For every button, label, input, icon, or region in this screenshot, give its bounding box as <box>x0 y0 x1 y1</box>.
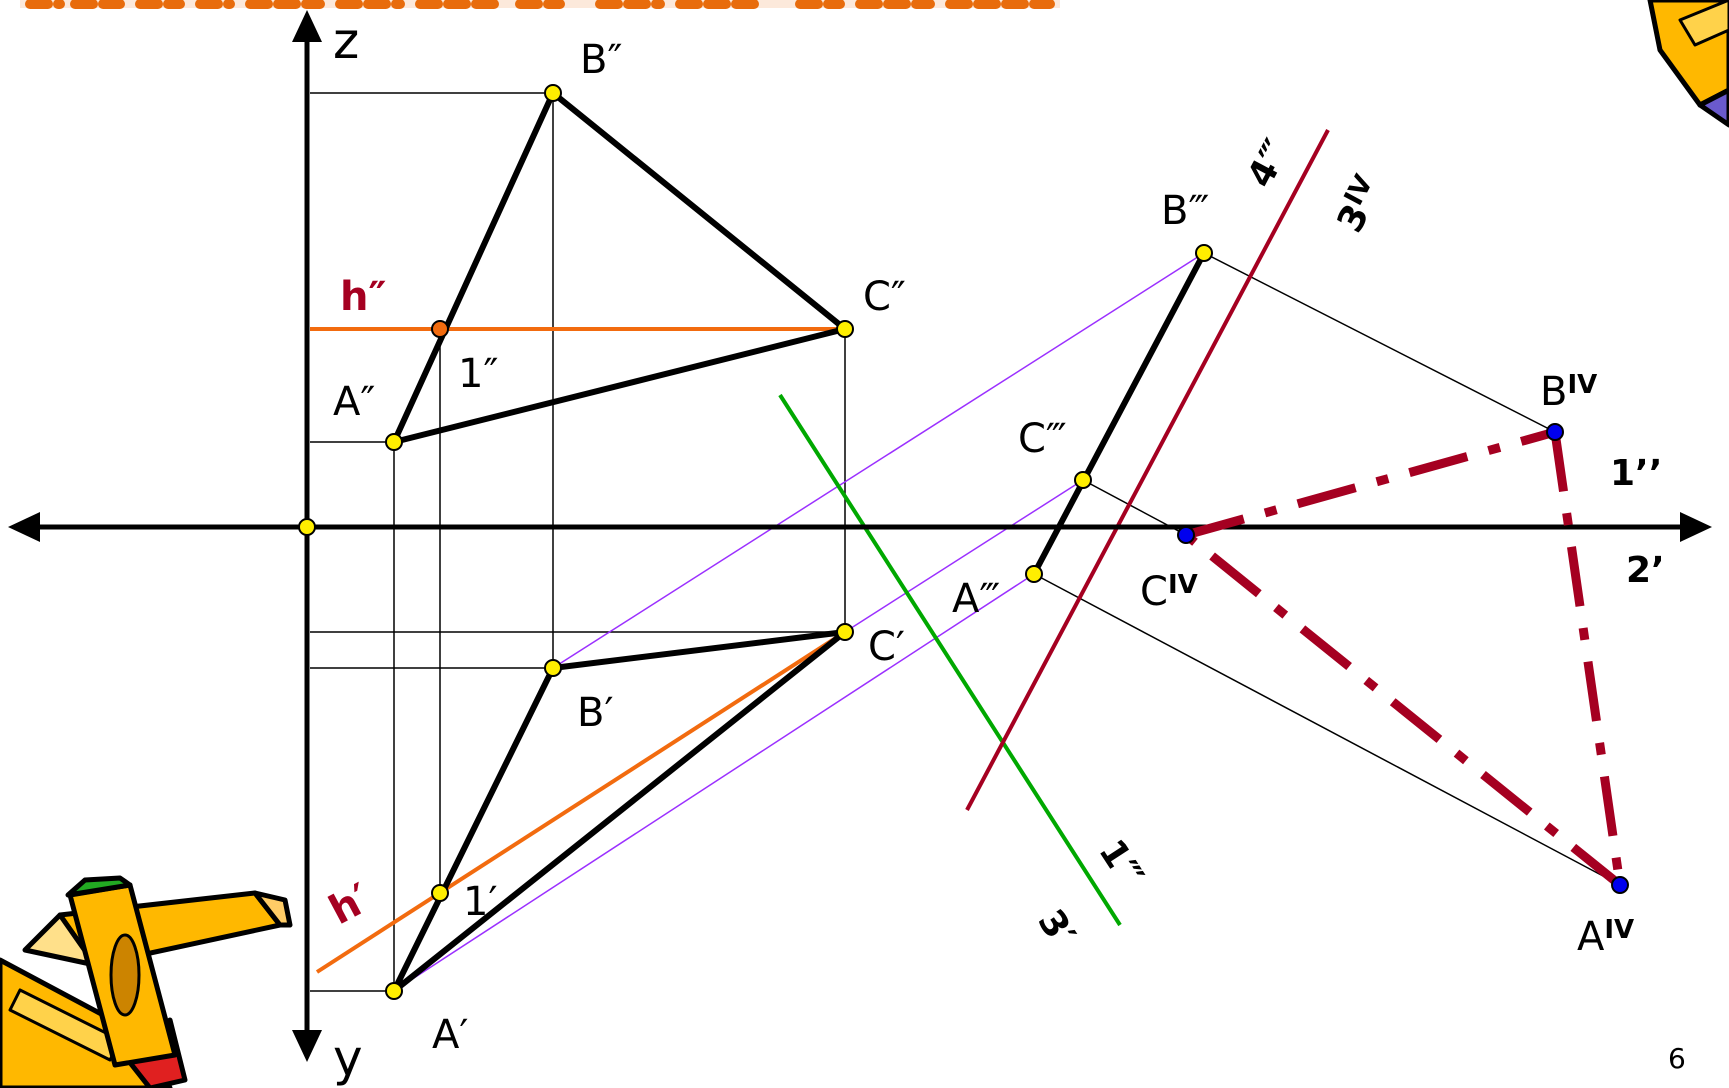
axis-label-y: y <box>333 1029 363 1087</box>
axis-x13 <box>778 393 1122 927</box>
horizontal-h <box>310 327 847 974</box>
triangle-edge-view <box>1031 251 1207 576</box>
label-axis-1-2: 1’’ <box>1610 453 1662 494</box>
point-b1 <box>544 659 562 677</box>
point-b4 <box>1546 423 1564 441</box>
coordinate-axes <box>30 30 1685 1045</box>
point-origin <box>298 518 316 536</box>
label-axis-3-4: 3IV <box>1327 170 1392 239</box>
point-1-2 <box>431 320 449 338</box>
label-h2: h″ <box>340 274 386 320</box>
point-b2 <box>544 84 562 102</box>
triangle-true-shape <box>1183 427 1625 889</box>
label-axis-3-1: 3′ <box>1029 903 1082 954</box>
triangle-horizontal <box>391 629 848 994</box>
axis-x34 <box>965 129 1330 811</box>
point-c4 <box>1177 526 1195 544</box>
label-h1: h′ <box>322 875 378 934</box>
point-a1 <box>385 982 403 1000</box>
axis-label-z: z <box>333 12 359 70</box>
label-b4: BIV <box>1540 369 1597 415</box>
cropped-title <box>20 0 1060 9</box>
label-b2: B″ <box>580 37 622 83</box>
construction-lines <box>310 92 1621 992</box>
label-c1: C′ <box>868 624 905 670</box>
label-1-1: 1′ <box>463 879 498 925</box>
label-a3: A‴ <box>952 576 1000 622</box>
pencils-clipart-top <box>1647 0 1729 128</box>
label-a1: A′ <box>432 1012 468 1058</box>
label-b1: B′ <box>577 690 614 736</box>
triangle-frontal <box>391 90 848 445</box>
pencils-clipart <box>0 875 293 1088</box>
projection-links <box>393 252 1205 992</box>
label-a2: A″ <box>333 379 375 425</box>
page-number: 6 <box>1668 1042 1686 1075</box>
label-axis-4-3: 4‴ <box>1240 133 1299 194</box>
point-a4 <box>1611 876 1629 894</box>
point-a2 <box>385 433 403 451</box>
label-c3: C‴ <box>1018 416 1067 462</box>
label-1-2: 1″ <box>458 351 498 397</box>
axis-arrowheads <box>8 10 1712 1062</box>
label-c2: C″ <box>863 274 906 320</box>
point-c1 <box>836 623 854 641</box>
point-c2 <box>836 320 854 338</box>
label-a4: AIV <box>1577 914 1634 960</box>
point-a3 <box>1025 565 1043 583</box>
label-axis-1-3: 1‴ <box>1090 833 1150 895</box>
label-b3: B‴ <box>1161 188 1209 234</box>
label-c4: CIV <box>1140 569 1198 615</box>
point-1-1 <box>431 884 449 902</box>
point-b3 <box>1195 244 1213 262</box>
points <box>298 84 1629 1000</box>
label-axis-2-1: 2’ <box>1626 550 1665 591</box>
point-c3 <box>1074 471 1092 489</box>
